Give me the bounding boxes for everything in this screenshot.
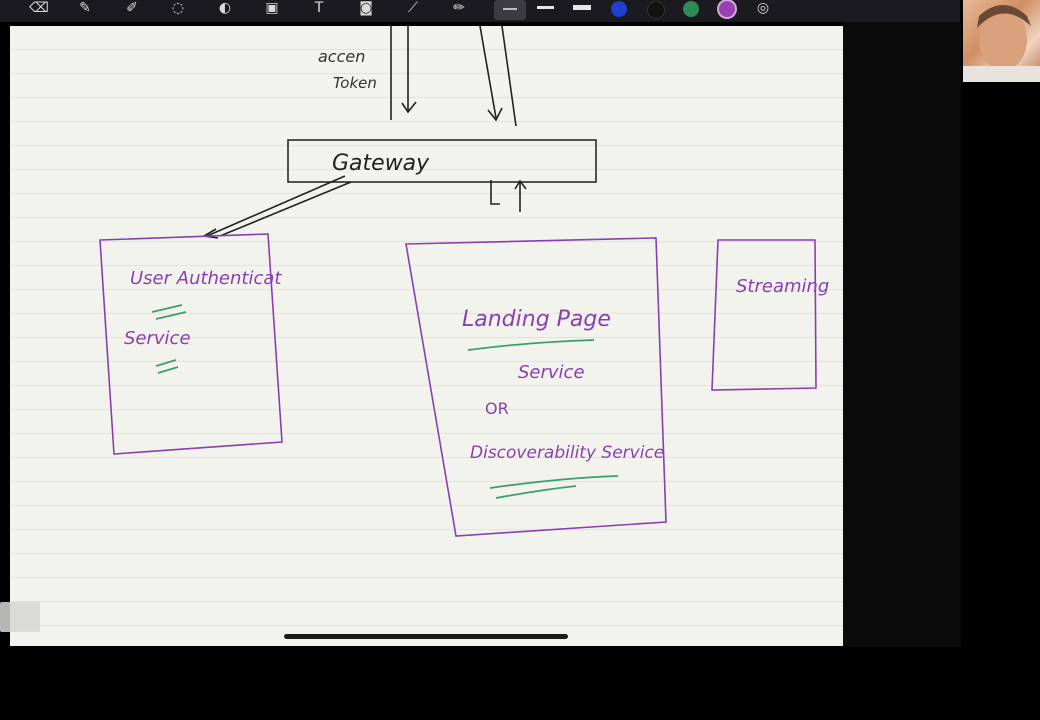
landing-underline-mark [467, 339, 595, 351]
lasso-icon[interactable]: ◌ [171, 0, 185, 16]
gateway-to-auth-arrow [201, 175, 352, 239]
streaming-service-box [711, 239, 817, 391]
streaming-service-label: Streaming [736, 276, 829, 297]
auth-underline-mark [151, 304, 187, 320]
color-purple-swatch[interactable] [719, 1, 735, 17]
stroke-thick-button[interactable] [573, 5, 591, 10]
token-note: Token [333, 74, 377, 92]
text-icon[interactable]: T [314, 0, 324, 16]
ruler-icon[interactable]: ⟋ [408, 0, 418, 16]
zoom-toggle-button[interactable] [0, 602, 40, 632]
color-green-swatch[interactable] [683, 1, 699, 17]
access-note: accen [318, 47, 365, 66]
notebook-canvas[interactable]: accen Token Gateway User Authenticat Ser… [10, 25, 843, 646]
image-icon[interactable]: ▣ [265, 0, 279, 16]
or-label: OR [485, 399, 509, 418]
auth-service-sublabel: Service [124, 328, 191, 349]
side-margin [843, 22, 961, 647]
landing-service-box [405, 237, 667, 537]
highlighter-icon[interactable]: ✐ [126, 0, 138, 16]
pen-icon[interactable]: ✎ [79, 0, 91, 16]
eraser-icon[interactable]: ⌫ [29, 0, 49, 16]
gateway-label: Gateway [332, 151, 430, 176]
home-indicator-bar[interactable] [284, 634, 568, 639]
stroke-thin-button[interactable] [494, 0, 526, 20]
discoverability-service-label: Discoverability Service [470, 443, 664, 463]
presenter-face-icon [963, 5, 1040, 82]
drawing-toolbar: ⌫ ✎ ✐ ◌ ◐ ▣ T ◙ ⟋ ✏ ◎ [0, 0, 960, 22]
gateway-box [287, 139, 597, 183]
auth-service-label: User Authenticat [130, 268, 282, 289]
color-blue-swatch[interactable] [611, 1, 627, 17]
shapes-icon[interactable]: ◐ [218, 0, 232, 16]
stroke-medium-button[interactable] [537, 6, 554, 9]
auth-service-box [99, 233, 283, 455]
discoverability-underline-mark [489, 475, 619, 499]
color-black-swatch[interactable] [647, 1, 665, 19]
incoming-arrow-right [479, 25, 517, 127]
landing-service-sublabel: Service [518, 362, 585, 383]
handwritten-diagram: accen Token Gateway User Authenticat Ser… [99, 25, 829, 537]
service-underline-mark [155, 359, 179, 374]
pencil-icon[interactable]: ✏ [453, 0, 465, 16]
gateway-down-up-arrows [490, 179, 527, 212]
incoming-arrow-left [390, 26, 417, 120]
color-picker-icon[interactable]: ◎ [756, 0, 770, 16]
landing-service-label: Landing Page [462, 307, 611, 332]
camera-icon[interactable]: ◙ [359, 0, 373, 16]
presenter-video-thumbnail [963, 0, 1040, 82]
